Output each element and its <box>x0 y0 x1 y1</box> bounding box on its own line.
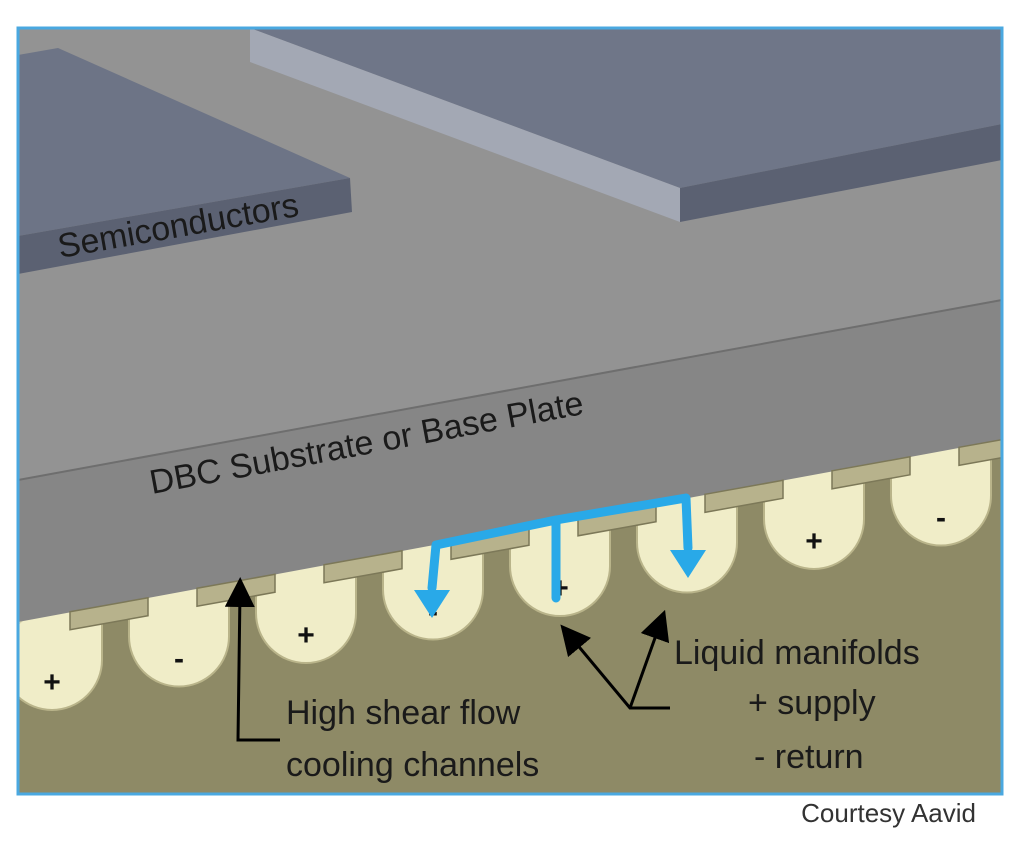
channel-rib <box>69 596 149 631</box>
channel-rib <box>831 455 911 490</box>
flow-arrows <box>427 493 693 603</box>
manifolds-label-line3: - return <box>754 738 864 776</box>
manifold-sign: + <box>43 666 61 699</box>
manifold-sign: + <box>297 619 315 652</box>
channel-rib <box>958 438 1002 467</box>
channels-label-line2: cooling channels <box>286 746 539 784</box>
semiconductor-chip-right-side <box>250 28 680 222</box>
flow-arrow-head-right <box>670 550 706 578</box>
channels-label-line1: High shear flow <box>286 694 521 732</box>
manifold-sign: + <box>805 525 823 558</box>
semiconductor-chip-left-top <box>18 48 350 236</box>
semiconductor-chip-right-top <box>250 28 1002 188</box>
pointer-arrows <box>224 577 670 742</box>
flow-arrow-head-left <box>414 590 450 618</box>
channel-rib <box>323 549 403 584</box>
channels-pointer-arrow <box>224 577 280 742</box>
diagram-frame <box>16 26 1004 796</box>
credit-label: Courtesy Aavid <box>801 798 976 828</box>
channel-rib <box>704 479 784 514</box>
manifolds-label-line1: Liquid manifolds <box>674 634 920 672</box>
manifolds-label-line2: + supply <box>748 684 876 722</box>
semiconductor-chip-left-side <box>18 178 352 274</box>
manifold-sign: - <box>174 643 184 676</box>
manifold-sign: - <box>936 502 946 535</box>
substrate-front-face <box>18 300 1002 622</box>
